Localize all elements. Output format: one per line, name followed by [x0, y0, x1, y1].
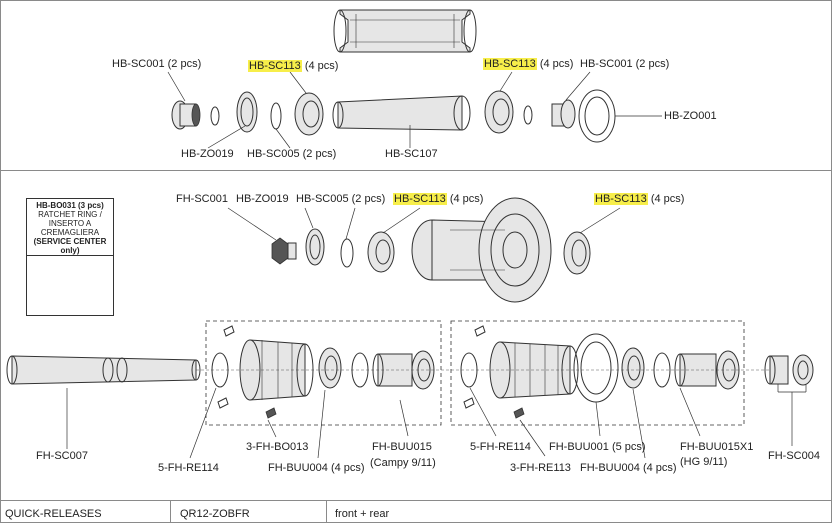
- label-fh-sc004: FH-SC004: [768, 450, 820, 462]
- label-fh-buu001: FH-BUU001 (5 pcs): [549, 441, 646, 453]
- label-fh-buu015: FH-BUU015: [372, 441, 432, 453]
- label-fh-re114-left: 5-FH-RE114: [158, 462, 219, 474]
- rear-bearing-left: [367, 231, 395, 273]
- front-hub-body: [333, 9, 477, 53]
- inset-line-2: RATCHET RING /: [38, 210, 102, 219]
- label-fh-re114-right: 5-FH-RE114: [470, 441, 531, 453]
- front-spacer-right: [523, 105, 533, 125]
- inset-line-5: (SERVICE CENTER only): [33, 237, 107, 255]
- front-bearing-left: [294, 92, 324, 136]
- highlight-hb-sc113-d: HB-SC113: [594, 193, 648, 205]
- section-divider: [0, 170, 832, 171]
- highlight-hb-sc113-b: HB-SC113: [483, 58, 537, 70]
- ratchet-ring-inset: HB-BO031 (3 pcs) RATCHET RING / INSERTO …: [26, 198, 114, 316]
- rear-axle: [6, 355, 201, 385]
- hg-pawl-spring: [513, 407, 525, 419]
- qty-hb-sc113-a: (4 pcs): [304, 60, 339, 72]
- label-hb-zo019: HB-ZO019: [181, 148, 234, 160]
- rear-ratchet-ring: [305, 228, 325, 266]
- footer-col-divider-1: [170, 500, 171, 523]
- label-hg: (HG 9/11): [680, 456, 728, 468]
- hg-cover-ring: [573, 333, 619, 403]
- hg-kit-box: [450, 320, 745, 426]
- campy-pawl-top: [223, 325, 235, 337]
- label-hb-sc113-d: HB-SC113 (4 pcs): [594, 193, 684, 206]
- label-fh-buu015x1: FH-BUU015X1: [680, 441, 754, 453]
- rear-bearing-right: [563, 231, 591, 275]
- rear-end-caps: [764, 354, 814, 386]
- label-fh-sc001: FH-SC001: [176, 193, 228, 205]
- front-axle: [332, 95, 471, 131]
- inset-separator: [27, 255, 113, 256]
- label-hb-zo001: HB-ZO001: [664, 110, 717, 122]
- label-hb-sc113-b: HB-SC113 (4 pcs): [483, 58, 573, 71]
- qty-hb-sc113-d: (4 pcs): [650, 193, 685, 205]
- front-end-cap-right: [551, 99, 576, 129]
- label-hb-sc005-rear: HB-SC005 (2 pcs): [296, 193, 386, 205]
- inset-line-3: INSERTO A: [48, 219, 92, 228]
- qty-hb-sc113-b: (4 pcs): [539, 58, 574, 70]
- front-end-cap-left: [171, 100, 201, 130]
- highlight-hb-sc113-c: HB-SC113: [393, 193, 447, 205]
- front-ratchet-ring: [236, 91, 258, 133]
- label-fh-bo013: 3-FH-BO013: [246, 441, 309, 453]
- qty-hb-sc113-c: (4 pcs): [449, 193, 484, 205]
- hg-bearing: [621, 347, 645, 389]
- label-hb-sc107: HB-SC107: [385, 148, 438, 160]
- campy-pawl-bottom: [217, 397, 229, 409]
- front-bearing-right: [484, 90, 514, 134]
- campy-snap-ring: [351, 352, 369, 388]
- front-snap-ring: [270, 102, 282, 130]
- rear-hub-body: [411, 197, 552, 303]
- label-hb-sc001-left: HB-SC001 (2 pcs): [112, 58, 202, 70]
- campy-kit-box: [205, 320, 442, 426]
- label-campy: (Campy 9/11): [370, 457, 436, 469]
- footer-divider: [0, 500, 832, 501]
- hg-pawl-bottom: [463, 397, 475, 409]
- label-hb-sc113-a: HB-SC113 (4 pcs): [248, 60, 338, 73]
- label-fh-re113: 3-FH-RE113: [510, 462, 571, 474]
- front-spacer-ring: [210, 106, 220, 126]
- inset-title: HB-BO031 (3 pcs) RATCHET RING / INSERTO …: [27, 201, 113, 255]
- label-hb-zo019-rear: HB-ZO019: [236, 193, 289, 205]
- front-cover-ring: [578, 89, 616, 143]
- label-fh-buu004-left: FH-BUU004 (4 pcs): [268, 462, 365, 474]
- label-fh-buu004-right: FH-BUU004 (4 pcs): [580, 462, 677, 474]
- footer-category: QUICK-RELEASES: [5, 508, 102, 520]
- label-fh-sc007: FH-SC007: [36, 450, 88, 462]
- campy-pawl-spring: [265, 407, 277, 419]
- label-hb-sc001-right: HB-SC001 (2 pcs): [580, 58, 670, 70]
- highlight-hb-sc113-a: HB-SC113: [248, 60, 302, 72]
- rear-snap-ring: [340, 238, 354, 268]
- footer-code: QR12-ZOBFR: [180, 508, 250, 520]
- hg-pawl-top: [474, 325, 486, 337]
- label-hb-sc113-c: HB-SC113 (4 pcs): [393, 193, 483, 206]
- footer-note: front + rear: [335, 508, 390, 520]
- inset-line-4: CREMAGLIERA: [40, 228, 100, 237]
- campy-bearing: [318, 347, 342, 389]
- hg-freehub: [489, 341, 579, 399]
- rear-lock-nut: [271, 237, 297, 265]
- inset-code: HB-BO031 (3 pcs): [36, 201, 104, 210]
- label-hb-sc005: HB-SC005 (2 pcs): [247, 148, 337, 160]
- footer-col-divider-2: [326, 500, 327, 523]
- campy-spring-ring: [211, 352, 229, 388]
